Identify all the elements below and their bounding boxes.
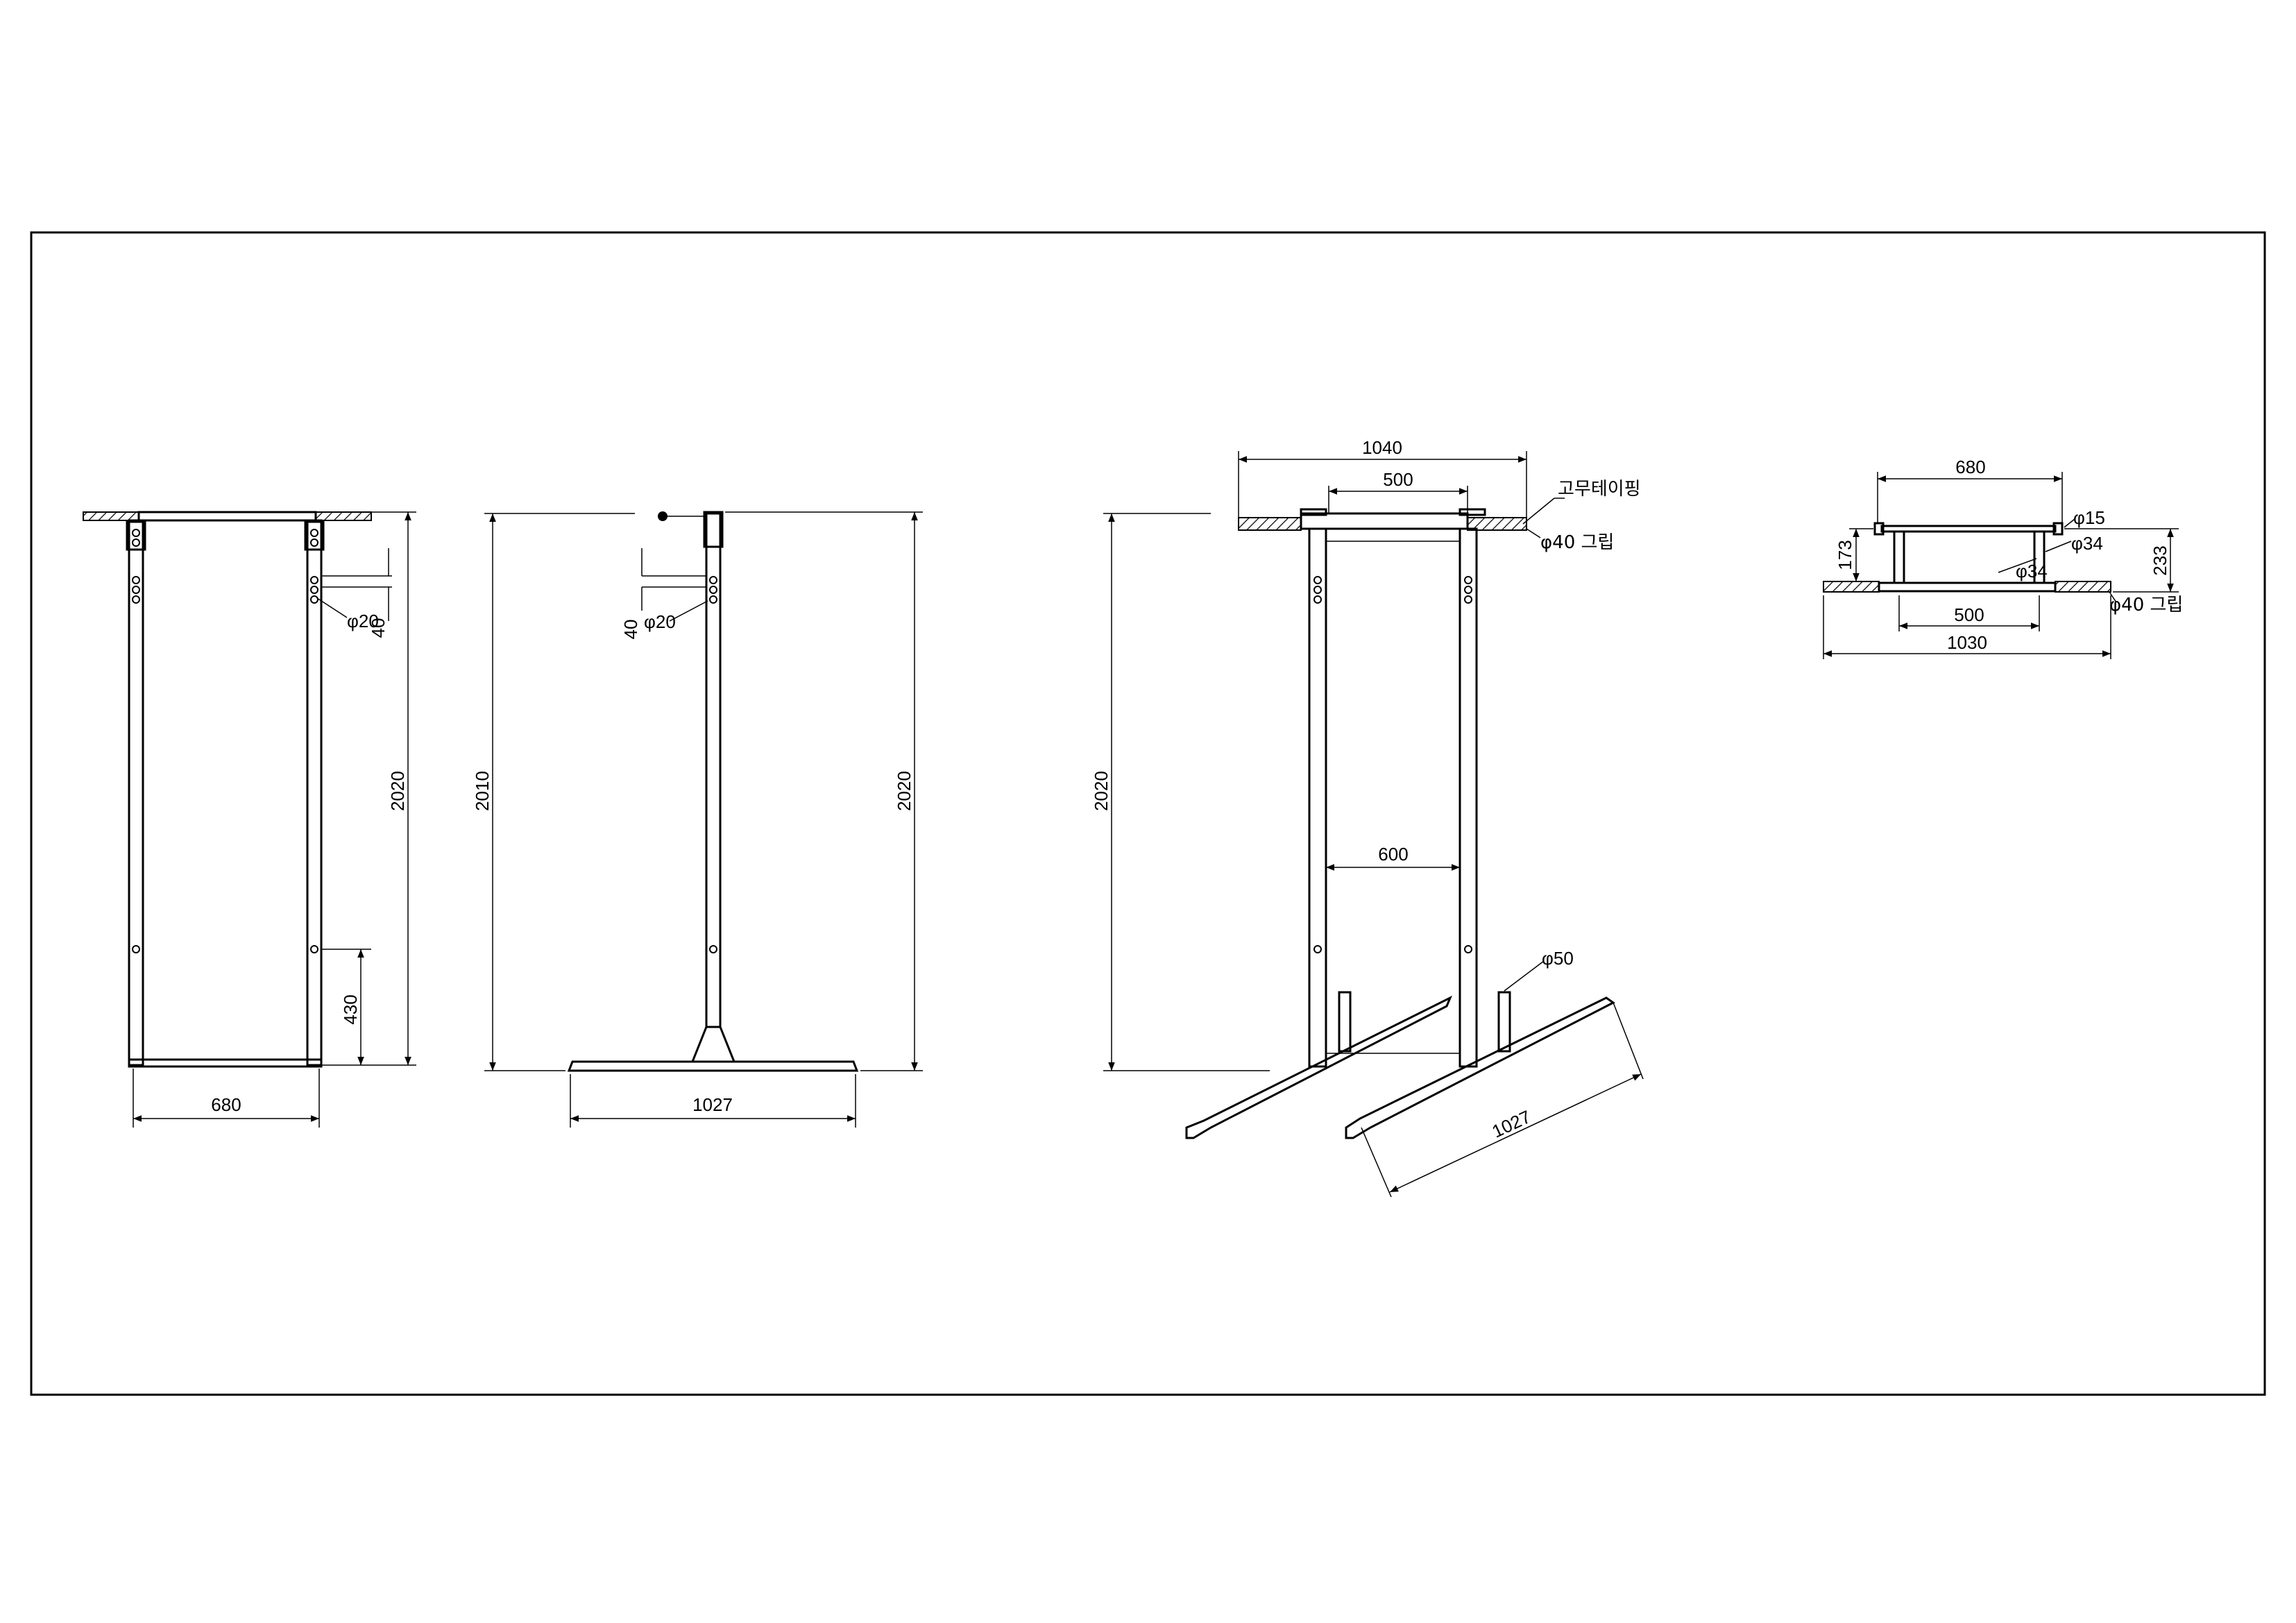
front-top-bar (137, 511, 317, 522)
top-tube-dia2-label: φ34 (2016, 561, 2048, 581)
iso-right-post (1459, 527, 1478, 1068)
sheet-border (30, 231, 2266, 1396)
top-view: 680 φ15 φ34 φ34 173 233 500 1030 φ40 그립 (1823, 457, 2183, 659)
side-base-length-label: 1027 (692, 1094, 733, 1115)
side-view: 2010 2020 40 φ20 1027 (472, 511, 923, 1128)
iso-small-post-left (1338, 991, 1352, 1053)
side-base-plate (567, 1060, 859, 1072)
iso-base-length-label: 1027 (1489, 1106, 1534, 1142)
front-holes (132, 529, 318, 953)
iso-top-bar (1300, 512, 1469, 530)
front-right-post (306, 519, 323, 1067)
front-left-post (128, 519, 144, 1067)
iso-grip-width-label: 500 (1383, 469, 1413, 490)
side-grip-end (658, 511, 667, 521)
top-cap-left (1873, 522, 1885, 536)
front-grip-left (83, 511, 139, 521)
top-width-label: 680 (1955, 457, 1985, 477)
front-hole-spacing-label: 40 (368, 618, 389, 638)
front-grip-right (315, 511, 372, 521)
iso-height-label: 2020 (1091, 771, 1112, 811)
side-hole-dia-label: φ20 (644, 611, 676, 632)
front-hole-dia-label: φ20 (347, 611, 379, 631)
front-width-label: 680 (211, 1094, 241, 1115)
top-rail (1880, 525, 2057, 533)
side-height-left-label: 2010 (472, 771, 493, 811)
top-tube-right (2033, 530, 2046, 584)
top-total-width-label: 1030 (1947, 632, 1987, 653)
side-hole-spacing-label: 40 (620, 620, 641, 640)
side-height-right-label: 2020 (894, 771, 915, 811)
side-base-foot (690, 1026, 736, 1063)
iso-foot-left (1185, 995, 1452, 1139)
iso-cap-left (1300, 508, 1327, 516)
iso-grip-left (1238, 517, 1302, 531)
iso-inner-width-label: 600 (1378, 844, 1408, 865)
iso-view: 1040 500 고무테이핑 φ40 그립 2020 600 φ50 1027 (1091, 437, 1644, 1198)
top-grip-right (2055, 581, 2111, 593)
front-lower-hole-label: 430 (340, 994, 361, 1024)
iso-cap-right (1459, 508, 1486, 516)
top-tube-dia-label: φ34 (2071, 533, 2103, 554)
front-bottom-bar (128, 1058, 323, 1068)
top-grip-left (1823, 581, 1880, 593)
top-inner-bar (1878, 581, 2057, 593)
iso-left-post (1308, 527, 1327, 1068)
front-view: 680 2020 430 φ20 40 (83, 511, 416, 1128)
iso-top-width-label: 1040 (1362, 437, 1402, 458)
front-bracket-right (304, 520, 325, 551)
iso-post-dia-label: φ50 (1542, 948, 1574, 969)
top-bar-dia-label: φ15 (2073, 507, 2105, 528)
iso-small-post-right (1497, 991, 1511, 1053)
front-height-label: 2020 (387, 771, 408, 811)
top-tube-left (1893, 530, 1905, 584)
iso-foot-right (1345, 996, 1615, 1139)
top-height-right-label: 233 (2150, 545, 2170, 575)
top-cap-right (2052, 522, 2064, 536)
side-holes (709, 576, 717, 953)
iso-rubber-label: 고무테이핑 (1558, 479, 1641, 500)
top-grip-label: φ40 그립 (2109, 595, 2183, 615)
front-bracket-left (126, 520, 146, 551)
top-grip-width-label: 500 (1954, 604, 1984, 625)
iso-grip-label: φ40 그립 (1540, 532, 1614, 553)
iso-holes (1313, 576, 1472, 953)
side-top-cap (703, 511, 724, 548)
top-height-left-label: 173 (1835, 540, 1855, 570)
